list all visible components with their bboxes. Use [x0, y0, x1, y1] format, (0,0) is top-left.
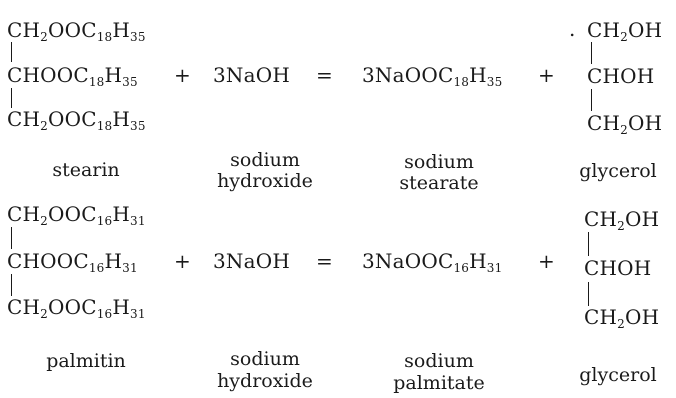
- palmitin-line-1: CH2OOC16H31: [7, 202, 146, 228]
- label-palmitin: palmitin: [46, 350, 126, 372]
- bond-line: [11, 227, 12, 249]
- bond-line: [11, 42, 12, 62]
- label-glycerol: glycerol: [579, 160, 657, 182]
- plus-sign: +: [174, 63, 191, 87]
- label-stearin: stearin: [52, 159, 120, 181]
- plus-sign: +: [538, 249, 555, 273]
- reagent-formula: 3NaOH: [213, 249, 290, 273]
- palmitin-line-3: CH2OOC16H31: [7, 295, 146, 321]
- stearin-line-1: CH2OOC18H35: [7, 18, 146, 44]
- bond-line: [591, 89, 592, 111]
- label-reagent-line-2: hydroxide: [217, 370, 313, 392]
- glycerol-line-3: CH2OH: [584, 305, 660, 331]
- bond-line: [588, 232, 589, 256]
- stearin-line-3: CH2OOC18H35: [7, 107, 146, 133]
- dot-mark: .: [569, 17, 576, 41]
- equals-sign: =: [316, 249, 333, 273]
- glycerol-line-3: CH2OH: [587, 111, 663, 137]
- bond-line: [11, 274, 12, 296]
- label-salt-line-1: sodium: [404, 151, 474, 173]
- label-reagent-line-1: sodium: [230, 149, 300, 171]
- plus-sign: +: [174, 249, 191, 273]
- label-reagent-line-1: sodium: [230, 348, 300, 370]
- plus-sign: +: [538, 63, 555, 87]
- bond-line: [588, 282, 589, 306]
- reagent-formula: 3NaOH: [213, 63, 290, 87]
- glycerol-line-1: CH2OH: [587, 18, 663, 44]
- bond-line: [11, 88, 12, 108]
- glycerol-line-2: CHOH: [584, 256, 652, 280]
- glycerol-line-2: CHOH: [587, 64, 655, 88]
- label-salt-line-2: stearate: [399, 172, 479, 194]
- salt-formula: 3NaOOC18H35: [362, 63, 503, 89]
- stearin-line-2: CHOOC18H35: [7, 63, 138, 89]
- label-reagent-line-2: hydroxide: [217, 170, 313, 192]
- label-glycerol: glycerol: [579, 364, 657, 386]
- label-salt-line-2: palmitate: [393, 372, 485, 394]
- label-salt-line-1: sodium: [404, 350, 474, 372]
- salt-formula: 3NaOOC16H31: [362, 249, 503, 275]
- palmitin-line-2: CHOOC16H31: [7, 249, 138, 275]
- equals-sign: =: [316, 63, 333, 87]
- glycerol-line-1: CH2OH: [584, 207, 660, 233]
- bond-line: [591, 42, 592, 64]
